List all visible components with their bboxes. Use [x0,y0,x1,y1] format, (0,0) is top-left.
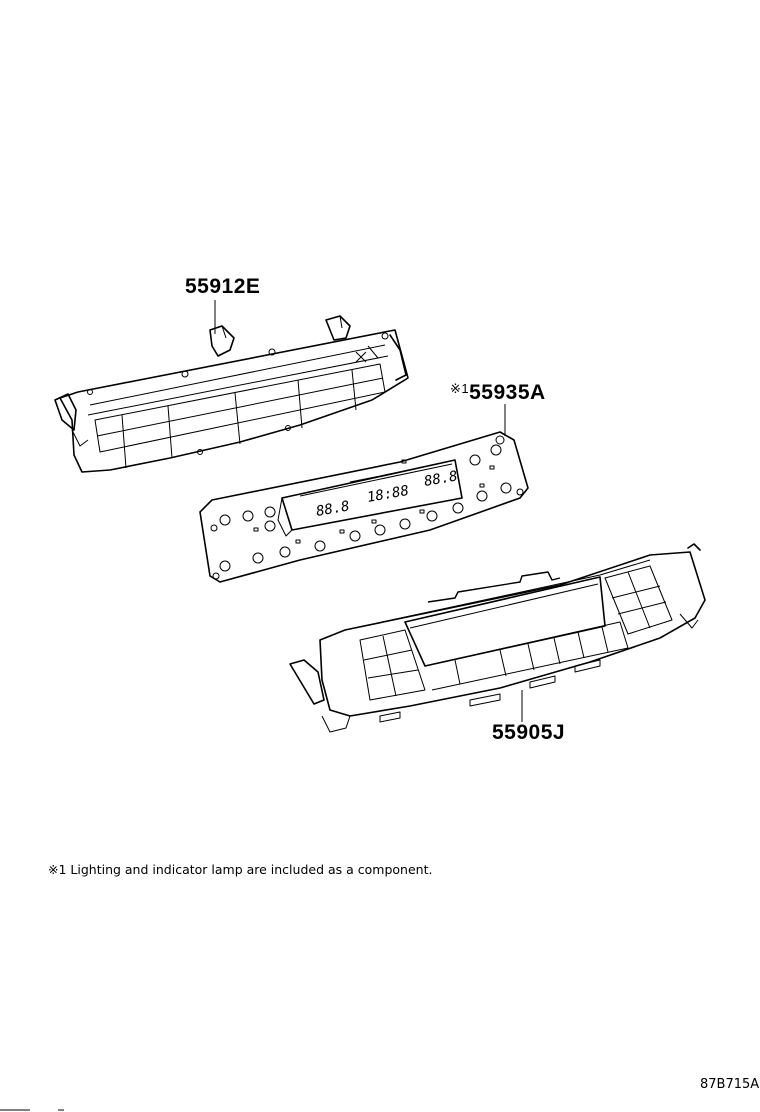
circuit-board-55935a-illustration: 88.8 18:88 88.8 [199,431,529,583]
part-number-55905j: 55905J [492,721,566,744]
display-readout-left: 88.8 [315,498,351,520]
part-number-55935a: 55935A [469,381,546,404]
component-marker: ※1 [450,381,470,396]
display-readout-center: 18:88 [366,483,410,506]
diagram-code: 87B715A [700,1077,760,1092]
footnote: ※1 Lighting and indicator lamp are inclu… [48,862,433,877]
display-readout-right: 88.8 [423,468,459,490]
part-number-55912e: 55912E [185,275,261,298]
part-number-55935a-label: ※155935A [450,382,546,403]
housing-55912e-illustration [54,315,409,473]
panel-55905j-illustration [289,543,706,733]
